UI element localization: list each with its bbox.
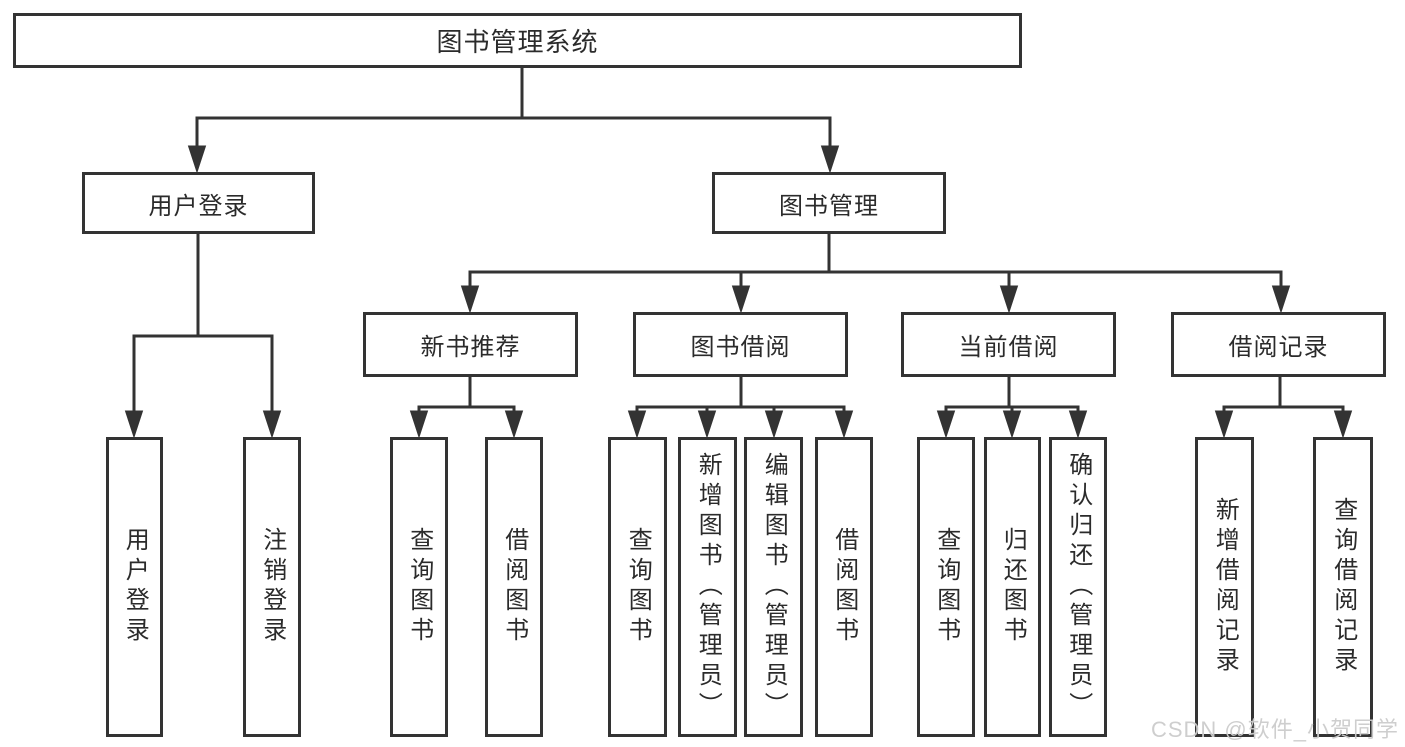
leaf-add-borrow-record-label: 新增借阅记录 [1211, 497, 1239, 677]
leaf-add-borrow-record: 新增借阅记录 [1195, 437, 1254, 737]
node-book-borrow: 图书借阅 [633, 312, 848, 377]
connector-book-borrow-to-leaves [627, 377, 854, 439]
leaf-add-book-admin-label: 新增图书（管理员） [694, 452, 722, 722]
node-root-library-system: 图书管理系统 [13, 13, 1022, 68]
leaf-borrow-books-label: 借阅图书 [830, 527, 858, 647]
leaf-query-books-borrow-label: 查询图书 [624, 527, 652, 647]
node-user-login: 用户登录 [82, 172, 315, 234]
connector-new-book-to-leaves [409, 377, 524, 439]
connector-current-borrow-to-leaves [936, 377, 1088, 439]
leaf-edit-book-admin-label: 编辑图书（管理员） [760, 452, 788, 722]
leaf-return-books-label: 归还图书 [999, 527, 1027, 647]
node-current-borrow: 当前借阅 [901, 312, 1116, 377]
leaf-query-books-borrow: 查询图书 [608, 437, 667, 737]
node-current-borrow-label: 当前借阅 [958, 334, 1059, 361]
leaf-logout-label: 注销登录 [258, 527, 286, 647]
node-borrow-records-label: 借阅记录 [1228, 334, 1329, 361]
leaf-borrow-books-recommend-label: 借阅图书 [500, 527, 528, 647]
connector-root-to-level2 [187, 68, 840, 174]
leaf-add-book-admin: 新增图书（管理员） [678, 437, 737, 737]
connector-borrow-records-to-leaves [1214, 377, 1353, 439]
connector-book-mgmt-to-level3 [460, 234, 1291, 314]
leaf-return-books: 归还图书 [984, 437, 1041, 737]
leaf-borrow-books: 借阅图书 [815, 437, 873, 737]
node-book-management: 图书管理 [712, 172, 946, 234]
leaf-query-borrow-record-label: 查询借阅记录 [1329, 497, 1357, 677]
leaf-edit-book-admin: 编辑图书（管理员） [744, 437, 803, 737]
node-book-borrow-label: 图书借阅 [690, 334, 791, 361]
node-new-book-recommend-label: 新书推荐 [420, 334, 521, 361]
leaf-logout: 注销登录 [243, 437, 301, 737]
leaf-query-borrow-record: 查询借阅记录 [1313, 437, 1373, 737]
leaf-borrow-books-recommend: 借阅图书 [485, 437, 543, 737]
node-root-label: 图书管理系统 [436, 27, 599, 57]
leaf-confirm-return-admin-label: 确认归还（管理员） [1064, 452, 1092, 722]
leaf-user-login: 用户登录 [106, 437, 163, 737]
leaf-query-books-recommend: 查询图书 [390, 437, 448, 737]
leaf-query-books-current: 查询图书 [917, 437, 975, 737]
leaf-user-login-label: 用户登录 [121, 527, 149, 647]
node-user-login-label: 用户登录 [148, 192, 249, 220]
leaf-query-books-recommend-label: 查询图书 [405, 527, 433, 647]
node-new-book-recommend: 新书推荐 [363, 312, 578, 377]
leaf-confirm-return-admin: 确认归还（管理员） [1049, 437, 1107, 737]
leaf-query-books-current-label: 查询图书 [932, 527, 960, 647]
connector-user-login-to-leaves [124, 234, 282, 439]
node-book-management-label: 图书管理 [779, 192, 879, 220]
node-borrow-records: 借阅记录 [1171, 312, 1386, 377]
